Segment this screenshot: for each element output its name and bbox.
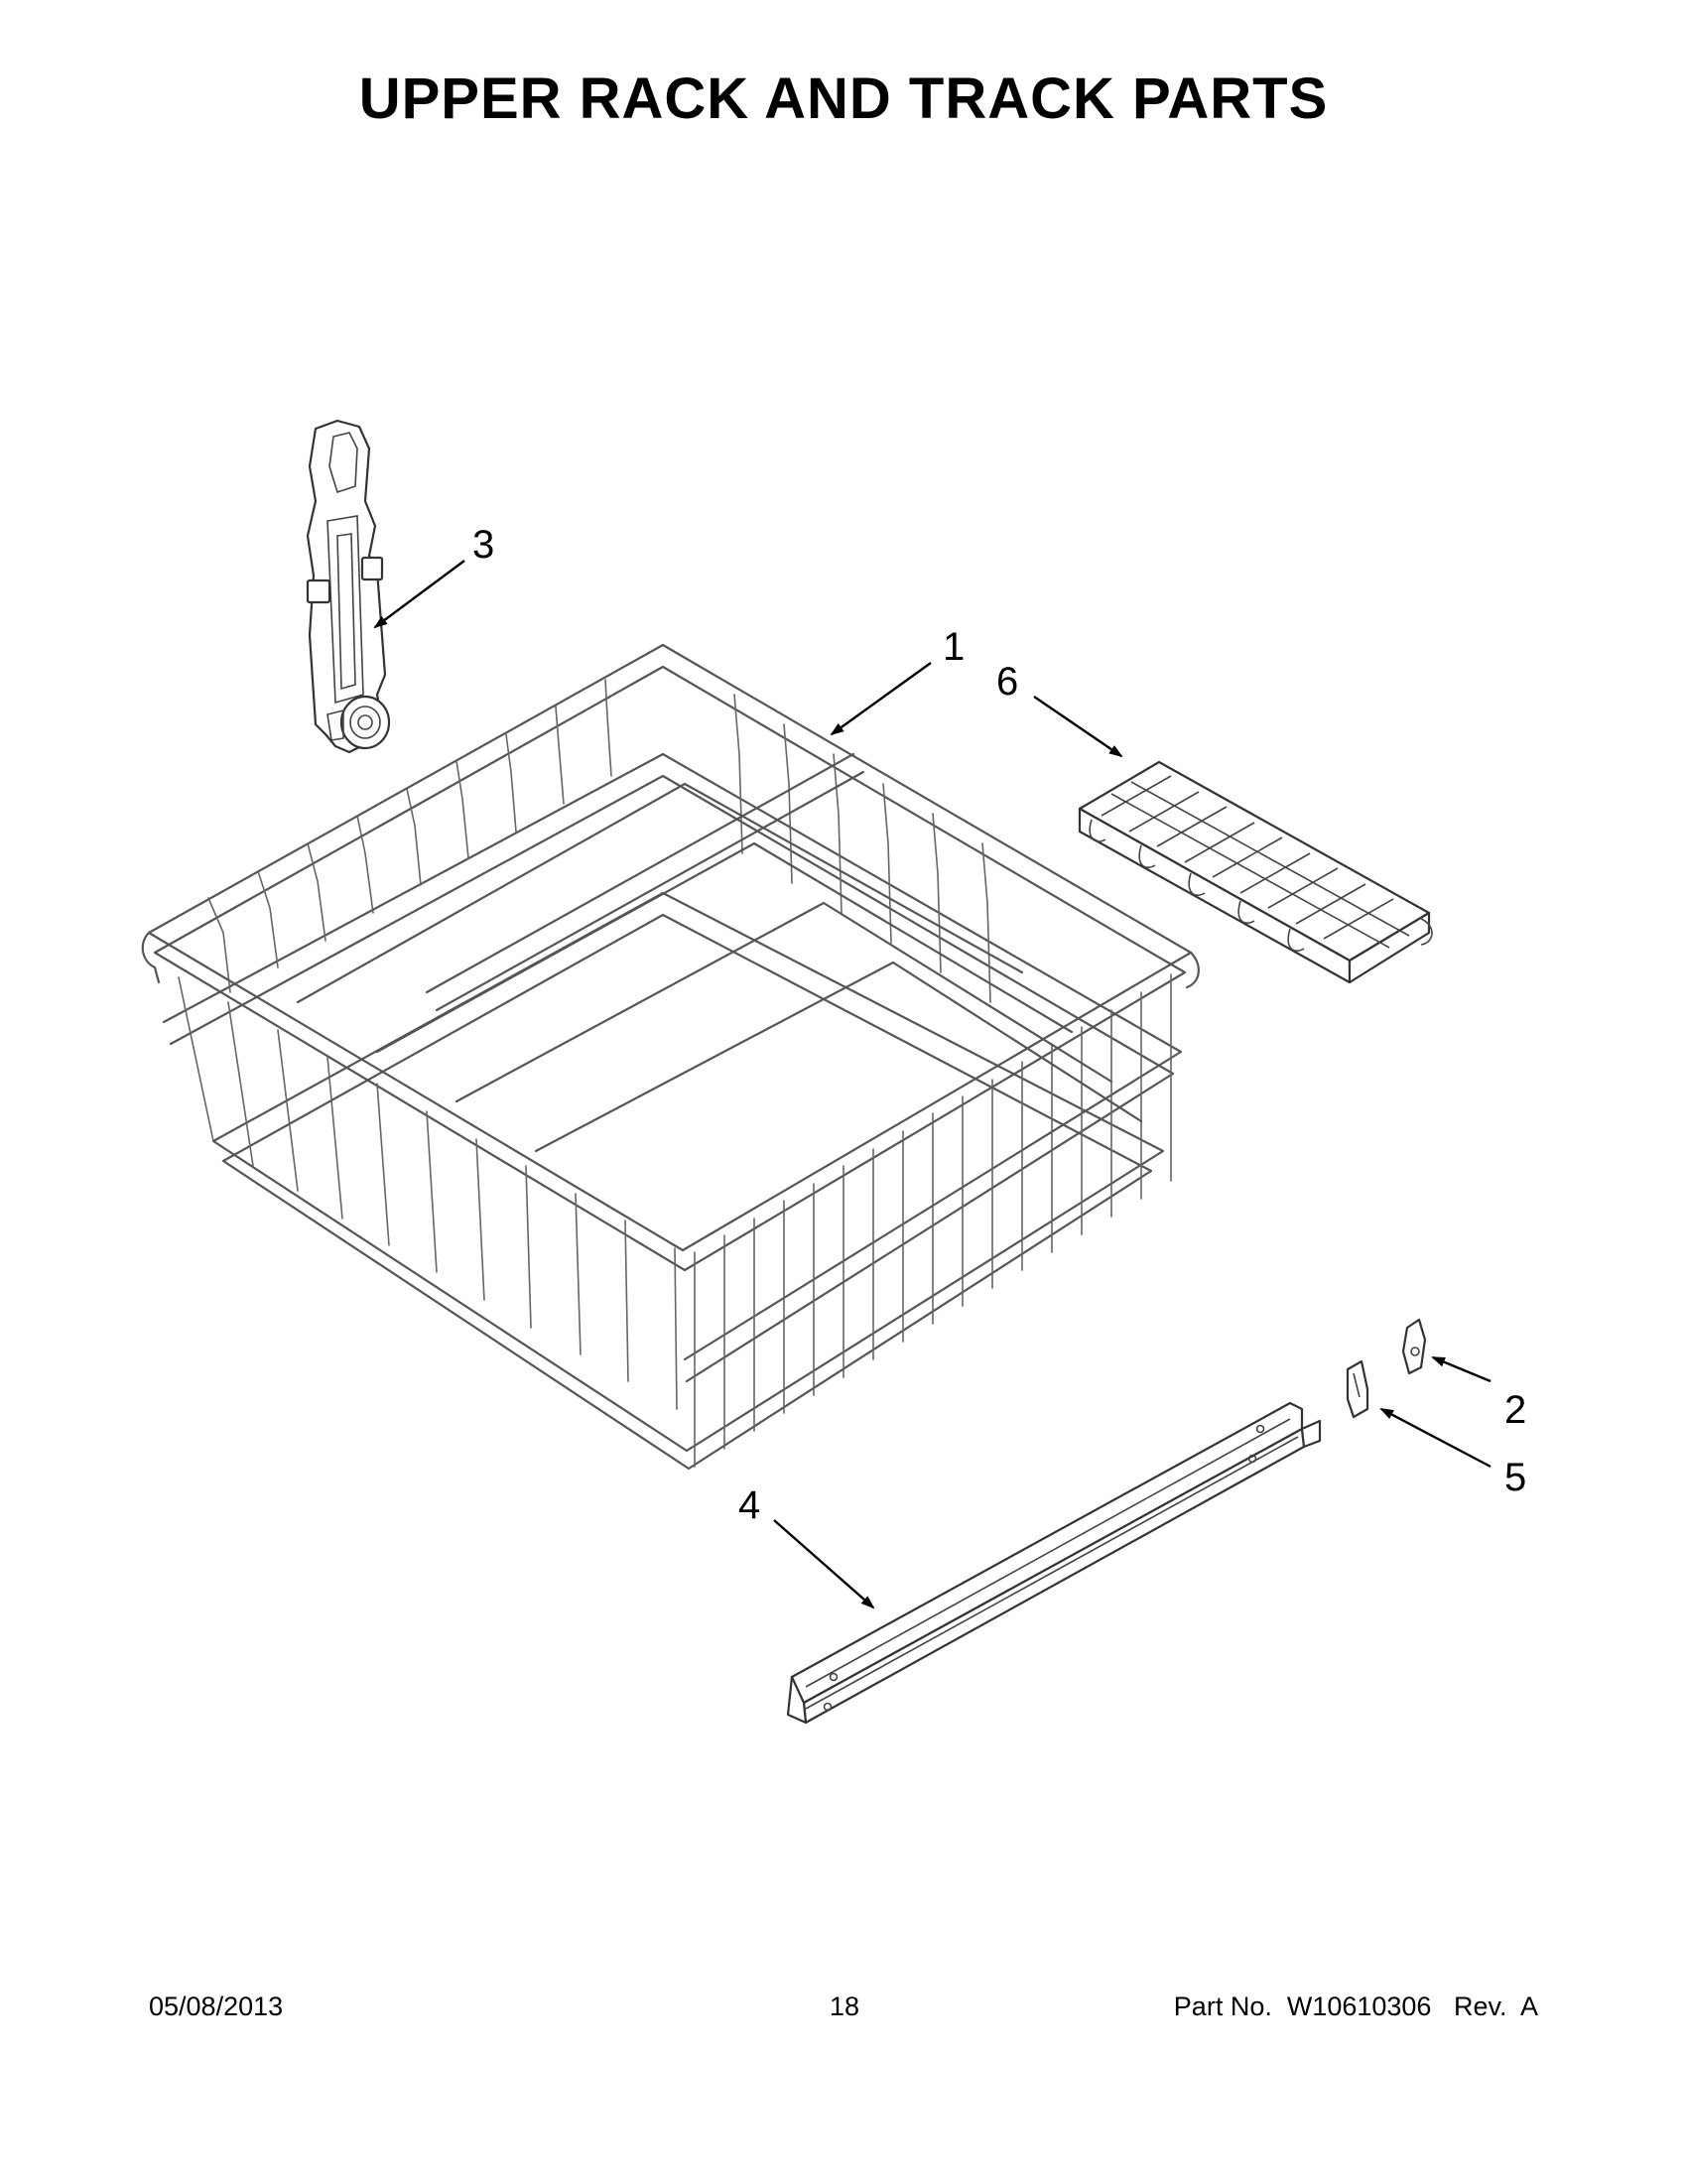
rack-adjuster-part	[306, 419, 391, 754]
track-rail-part	[786, 1401, 1322, 1725]
callout-arrow-1	[830, 662, 932, 736]
callout-arrow-5	[1379, 1407, 1492, 1469]
footer-date: 05/08/2013	[149, 1991, 284, 2021]
track-stop-clip-part	[1401, 1318, 1427, 1375]
callout-label-1: 1	[943, 625, 965, 669]
callout-label-2: 2	[1504, 1388, 1526, 1432]
callout-label-4: 4	[738, 1483, 760, 1527]
cup-shelf-part	[1078, 760, 1433, 984]
callout-label-3: 3	[472, 523, 494, 567]
upper-rack-part	[141, 643, 1200, 1471]
footer-page-number: 18	[830, 1991, 860, 2021]
footer-part-number: Part No. W10610306 Rev. A	[1173, 1991, 1538, 2021]
callout-arrow-6	[1033, 696, 1123, 758]
callout-arrow-3	[373, 560, 465, 629]
rack-side-tines	[178, 976, 678, 1410]
rack-dish-tines	[207, 679, 991, 1003]
track-end-cap-part	[1346, 1359, 1369, 1419]
callout-labels: 3 1 6 2 5 4	[472, 523, 1526, 1527]
callout-arrow-4	[773, 1519, 875, 1609]
callout-label-5: 5	[1504, 1456, 1526, 1499]
page-title: UPPER RACK AND TRACK PARTS	[358, 66, 1329, 131]
callout-label-6: 6	[996, 660, 1018, 704]
rack-front-tines	[694, 973, 1172, 1468]
callout-arrows	[373, 560, 1492, 1609]
callout-arrow-2	[1431, 1355, 1492, 1383]
